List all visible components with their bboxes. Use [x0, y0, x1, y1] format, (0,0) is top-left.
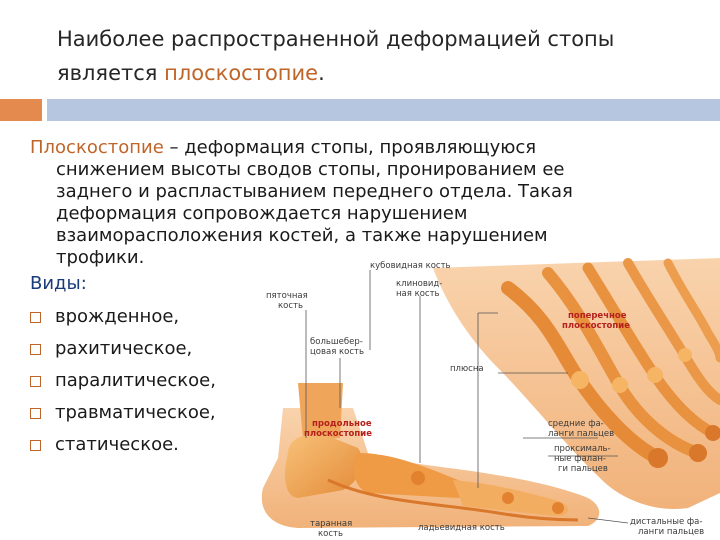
label-leader-lines [305, 270, 629, 524]
checkbox-bullet-icon [30, 311, 41, 323]
checkbox-bullet-icon [30, 407, 41, 419]
label-prodolnoe-2: плоскостопие [304, 429, 372, 439]
title-line-2: является плоскостопие. [57, 56, 697, 90]
foot-top-view [433, 258, 720, 509]
foot-side-view [261, 383, 600, 528]
list-item-label: паралитическое, [55, 370, 216, 391]
label-bolshebertsovaya-1: большебер- [310, 337, 363, 347]
label-klinovid-1: клиновид- [396, 279, 442, 289]
label-tarannaya-2: кость [318, 529, 343, 539]
definition-text: – деформация стопы, проявляющуюся снижен… [56, 137, 573, 268]
header-rule-orange [0, 99, 42, 121]
label-proksimalnye-1: проксималь- [554, 444, 611, 454]
label-srednie-1: средние фа- [548, 419, 604, 429]
foot-anatomy-figure: кубовидная кость пяточная кость клиновид… [258, 258, 720, 540]
title-suffix: . [318, 61, 325, 85]
label-ladyevidnaya: ладьевидная кость [418, 523, 505, 533]
list-item: статическое. [30, 429, 630, 461]
list-item: травматическое, [30, 397, 630, 429]
list-item-label: травматическое, [55, 402, 216, 423]
definition-paragraph: Плоскостопие – деформация стопы, проявля… [30, 137, 630, 269]
list-item: паралитическое, [30, 365, 630, 397]
header-rule-blue [47, 99, 720, 121]
list-item-label: статическое. [55, 434, 179, 455]
label-pyatochnaya-2: кость [278, 301, 303, 311]
label-klinovid-2: ная кость [396, 289, 440, 299]
label-srednie-2: ланги пальцев [548, 429, 614, 439]
title-prefix: является [57, 61, 158, 85]
label-distalnye-1: дистальные фа- [630, 517, 702, 527]
foot-anatomy-illustration: кубовидная кость пяточная кость клиновид… [261, 258, 720, 539]
list-item-label: врожденное, [55, 306, 180, 327]
checkbox-bullet-icon [30, 439, 41, 451]
label-tarannaya-1: таранная [310, 519, 352, 529]
label-prodolnoe-1: продольное [312, 419, 372, 429]
slide-body: Плоскостопие – деформация стопы, проявля… [30, 137, 630, 461]
label-poperechnoe-2: плоскостопие [562, 321, 630, 331]
label-distalnye-2: ланги пальцев [638, 527, 704, 537]
label-proksimalnye-3: ги пальцев [558, 464, 608, 474]
checkbox-bullet-icon [30, 375, 41, 387]
list-item: рахитическое, [30, 333, 630, 365]
checkbox-bullet-icon [30, 343, 41, 355]
label-poperechnoe-1: поперечное [568, 311, 627, 321]
title-accent-term: плоскостопие [164, 61, 319, 85]
definition-term: Плоскостопие [30, 137, 164, 158]
types-list: врожденное, рахитическое, паралитическое… [30, 301, 630, 461]
slide-title: Наиболее распространенной деформацией ст… [57, 22, 697, 90]
title-line-1: Наиболее распространенной деформацией ст… [57, 27, 615, 51]
label-bolshebertsovaya-2: цовая кость [310, 347, 364, 357]
label-kubovidnaya: кубовидная кость [370, 261, 451, 271]
list-item-label: рахитическое, [55, 338, 193, 359]
label-proksimalnye-2: ные фалан- [554, 454, 606, 464]
label-pyatochnaya-1: пяточная [266, 291, 308, 301]
list-item: врожденное, [30, 301, 630, 333]
label-plyusna: плюсна [450, 364, 484, 374]
types-label: Виды: [30, 273, 87, 294]
